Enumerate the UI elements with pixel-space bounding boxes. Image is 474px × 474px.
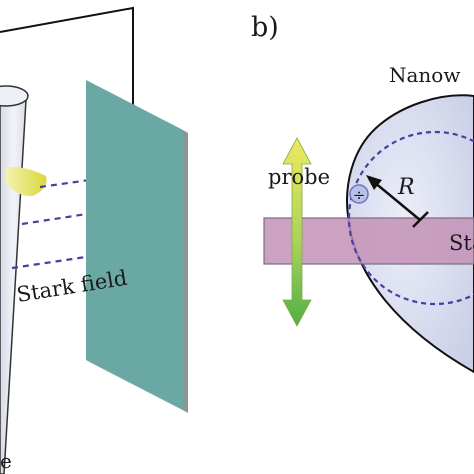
stark-electrode-plate	[86, 80, 188, 413]
panel-a: Stark field e	[0, 6, 188, 474]
circuit-wire	[0, 6, 134, 130]
optical-mode-blob	[6, 167, 47, 197]
radius-label: R	[397, 175, 415, 200]
panel-b: b) R ÷ probe Nanow Sta	[251, 12, 474, 374]
charge-marker: ÷	[349, 184, 369, 204]
panel-a-bottom-label: e	[0, 449, 12, 473]
stark-band-label: Sta	[449, 231, 474, 255]
nanowire-label: Nanow	[389, 63, 460, 87]
panel-b-label: b)	[251, 12, 279, 43]
radius-arrow	[366, 175, 429, 228]
probe-label: probe	[268, 165, 330, 189]
cone-top-ellipse	[0, 85, 29, 107]
probe-arrow	[282, 137, 312, 327]
charge-symbol: ÷	[353, 186, 366, 204]
